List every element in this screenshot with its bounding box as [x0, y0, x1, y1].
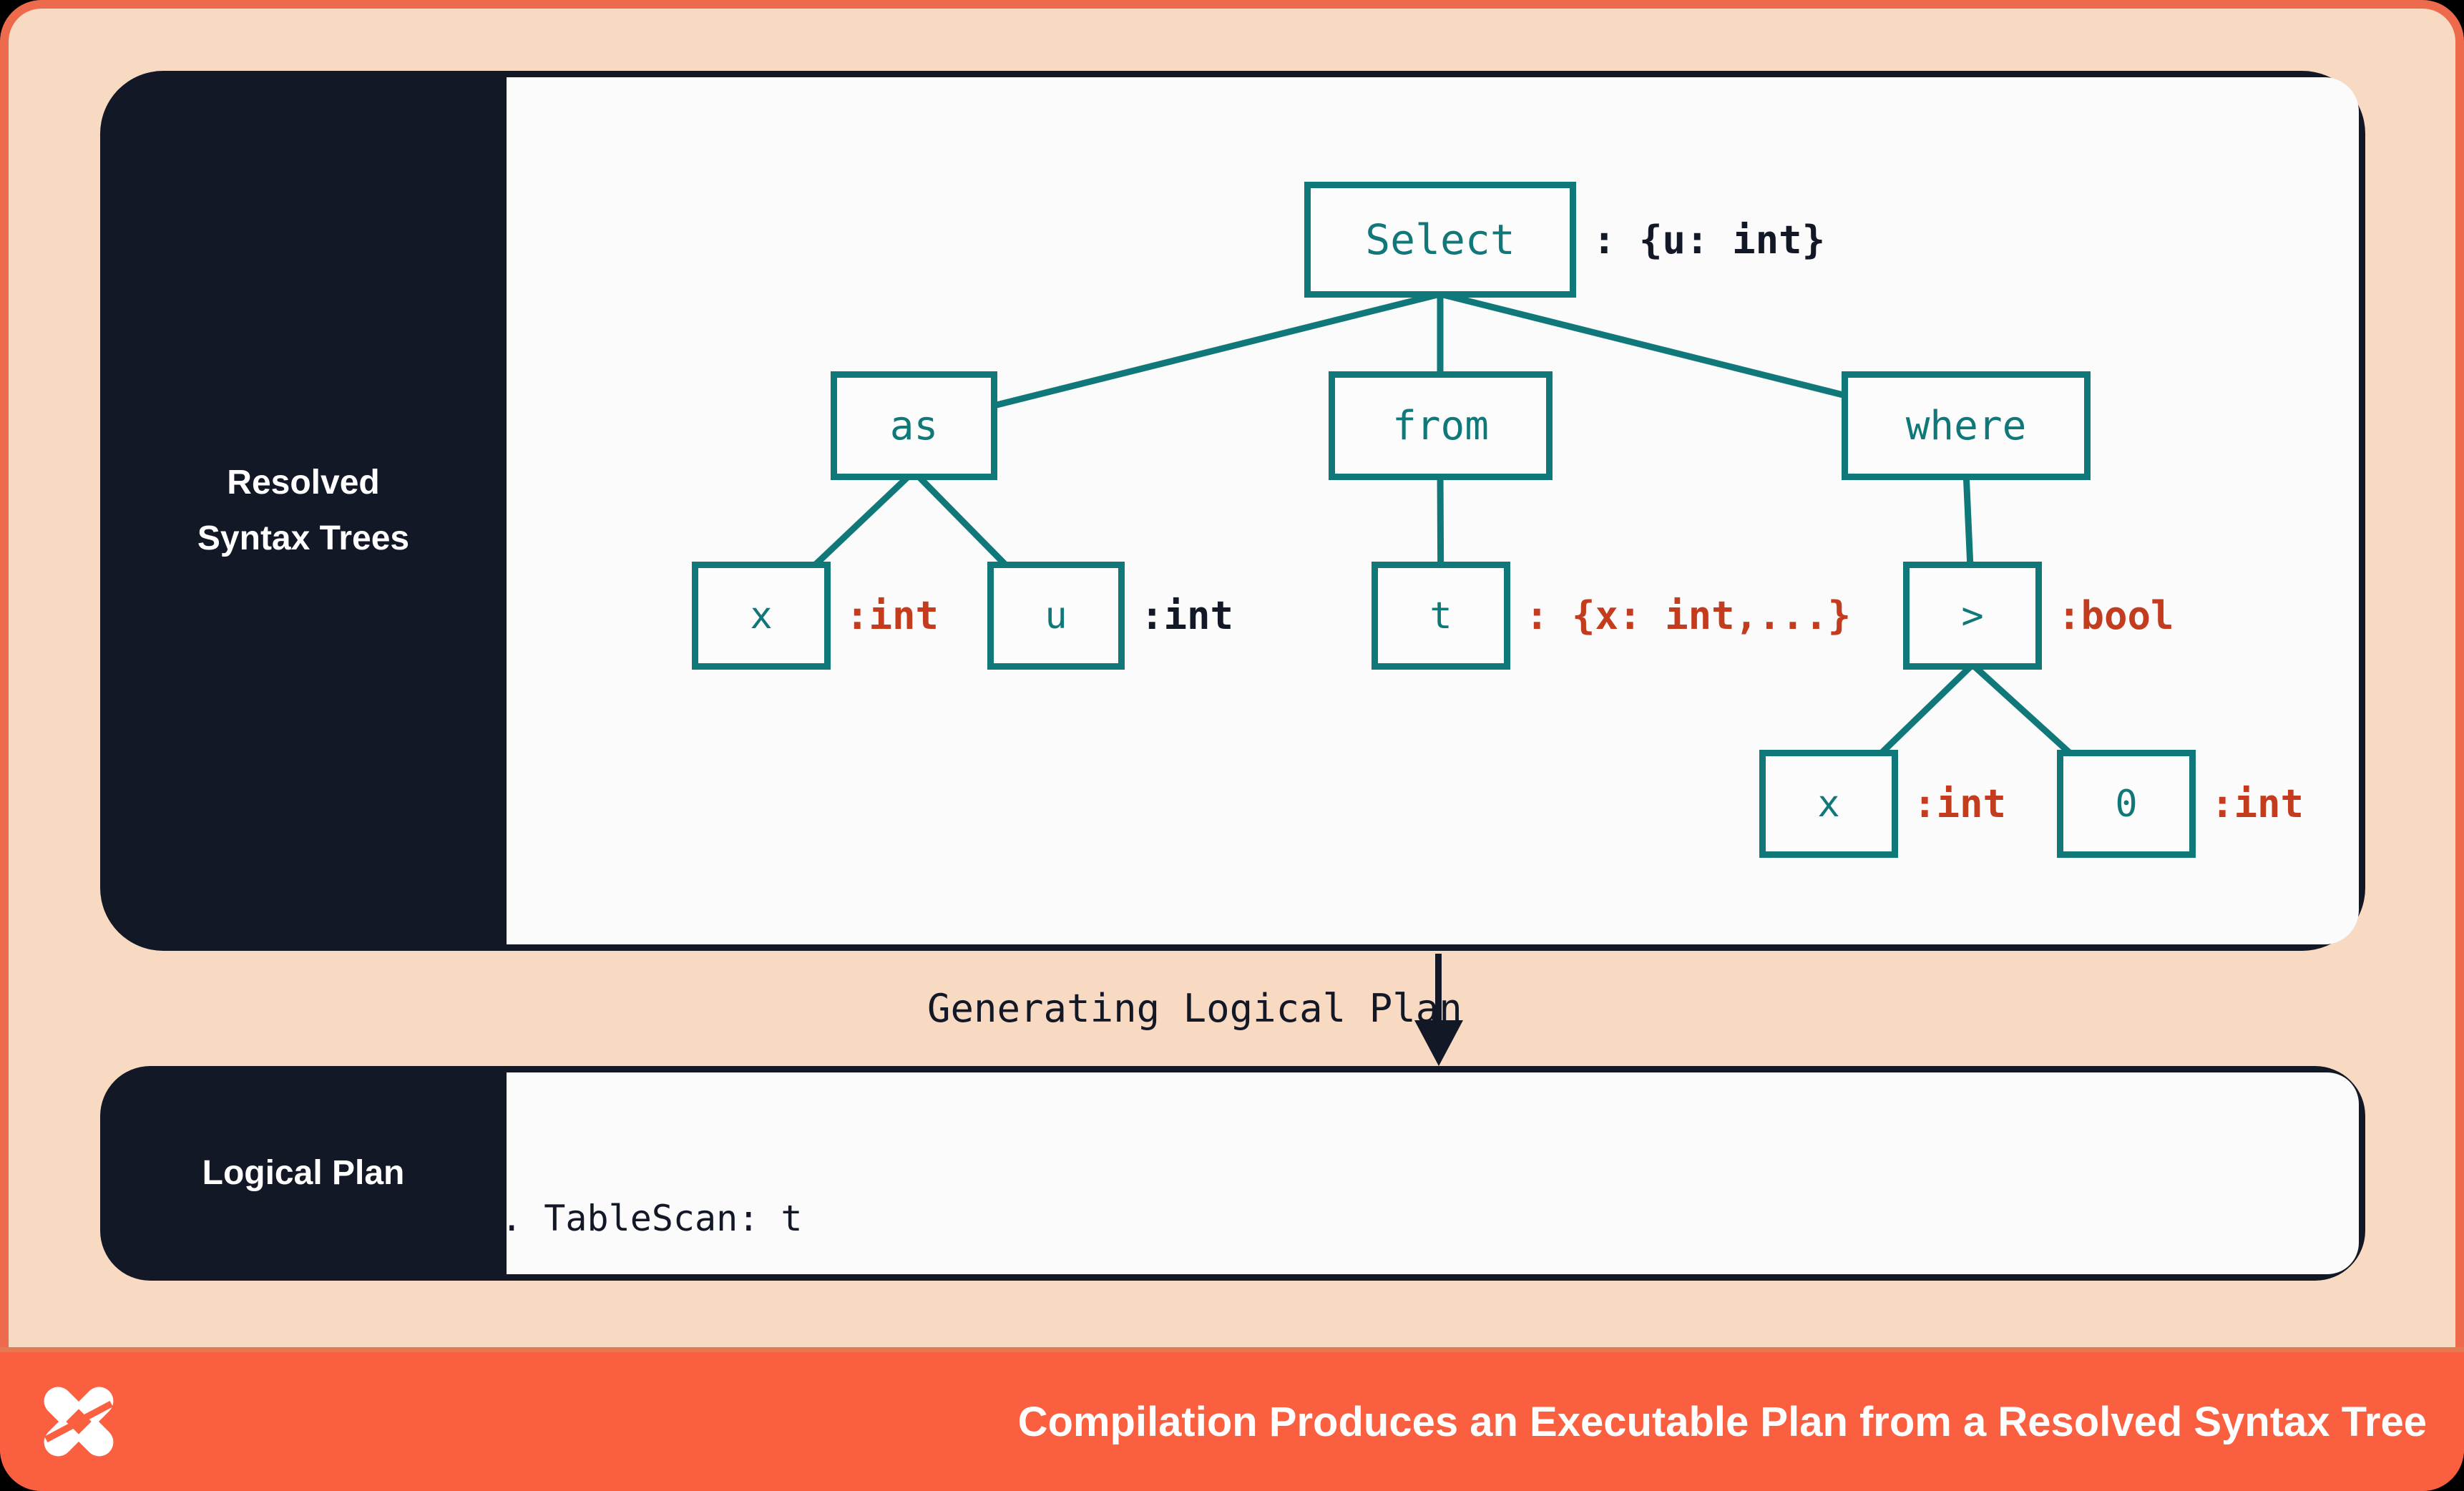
resolved-syntax-trees-panel: Resolved Syntax Trees [100, 71, 2365, 951]
tree-node-zero: 0 [2057, 750, 2196, 858]
tree-edges [758, 290, 2129, 807]
type-annotation-x2: :int [1913, 781, 2007, 826]
tree-node-t: t [1372, 562, 1510, 670]
type-annotation-u: :int [1140, 593, 1234, 638]
arrow-down-icon [1414, 1020, 1463, 1066]
tree-node-gt: > [1903, 562, 2042, 670]
resolved-panel-label-line2: Syntax Trees [197, 519, 410, 557]
brand-logo-icon [44, 1387, 114, 1457]
syntax-tree: Select : {u: int} as from where x :int u… [100, 71, 2365, 951]
tree-node-as: as [831, 371, 997, 480]
type-annotation-x: :int [846, 593, 939, 638]
logical-plan-panel: Logical Plan [100, 1066, 2365, 1281]
tree-node-where: where [1842, 371, 2091, 480]
arrow-down-line [1435, 954, 1442, 1022]
logical-panel-sidebar: Logical Plan [100, 1066, 507, 1281]
tree-node-from: from [1329, 371, 1553, 480]
plan-step: 1. TableScan: t [479, 1198, 803, 1239]
logical-plan-canvas [507, 1072, 2359, 1274]
tree-node-u: u [987, 562, 1125, 670]
tree-node-x2: x [1759, 750, 1898, 858]
resolved-panel-label-line1: Resolved [227, 464, 380, 502]
transition-label: Generating Logical Plan [927, 986, 1462, 1031]
type-annotation-gt: :bool [2058, 593, 2174, 638]
footer-bar: Compilation Produces an Executable Plan … [0, 1347, 2464, 1491]
tree-node-x: x [692, 562, 831, 670]
type-annotation-select: : {u: int} [1593, 217, 1826, 263]
resolved-panel-sidebar: Resolved Syntax Trees [100, 71, 507, 951]
type-annotation-zero: :int [2211, 781, 2304, 826]
tree-node-select: Select [1304, 182, 1576, 298]
logical-panel-label: Logical Plan [202, 1154, 405, 1192]
footer-title: Compilation Produces an Executable Plan … [1017, 1398, 2427, 1445]
type-annotation-t: : {x: int,...} [1525, 593, 1852, 638]
